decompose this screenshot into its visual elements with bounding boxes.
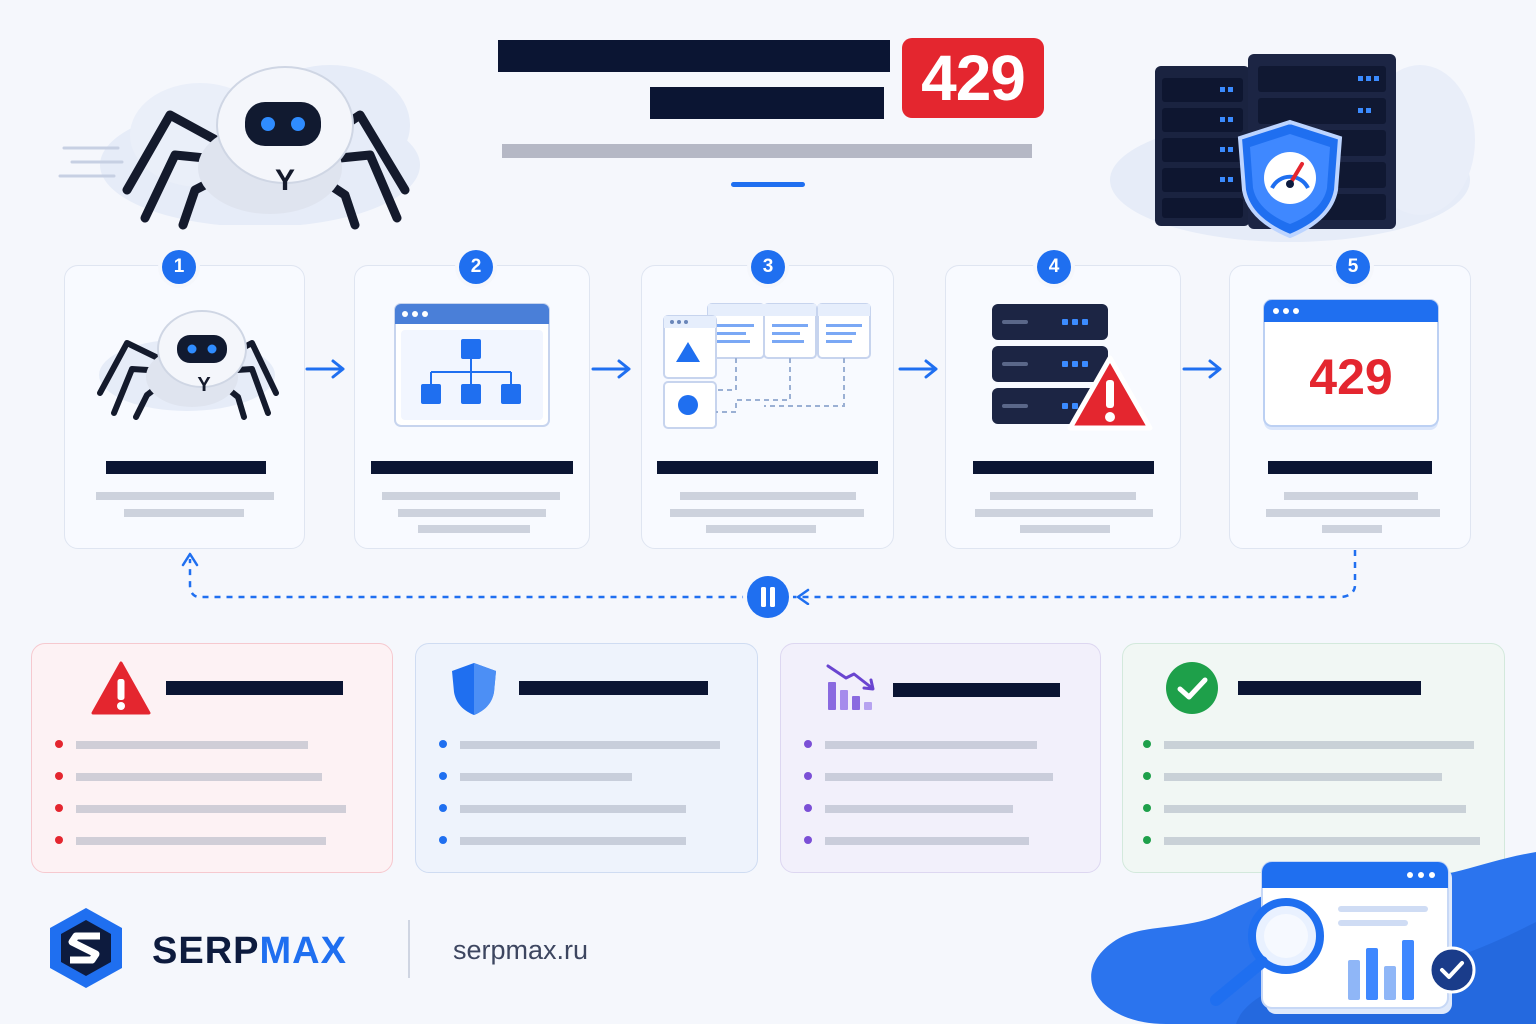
arrow-right-icon <box>305 359 345 379</box>
arrow-right-icon <box>898 359 938 379</box>
sitemap-browser-icon <box>394 303 550 427</box>
step-5-desc <box>1322 525 1382 533</box>
server-warning-icon <box>992 304 1153 431</box>
title-line-1 <box>498 40 890 72</box>
card-3-item <box>825 837 1029 845</box>
card-3-title <box>893 683 1060 697</box>
step-2-desc <box>382 492 560 500</box>
info-card-impact <box>780 643 1101 873</box>
server-shield-icon <box>1110 54 1475 242</box>
step-5-title <box>1268 461 1432 474</box>
card-3-item <box>825 805 1013 813</box>
pause-icon <box>743 572 793 622</box>
bullet <box>439 836 447 844</box>
step-1-title <box>106 461 266 474</box>
card-3-item <box>825 773 1053 781</box>
bullet <box>1143 740 1151 748</box>
bullet <box>1143 836 1151 844</box>
bullet <box>439 740 447 748</box>
title-underline <box>731 182 805 187</box>
spider-robot-icon: Y <box>97 310 279 420</box>
card-4-item <box>1164 837 1480 845</box>
step-5-desc <box>1266 509 1440 517</box>
step-2-desc <box>418 525 530 533</box>
card-1-item <box>76 773 322 781</box>
bullet <box>55 740 63 748</box>
step-number-3: 3 <box>751 250 785 284</box>
card-2-item <box>460 805 686 813</box>
card-4-item <box>1164 773 1442 781</box>
bullet <box>804 772 812 780</box>
step-3-desc <box>670 509 864 517</box>
footer-divider <box>408 920 410 978</box>
title-line-2 <box>650 87 884 119</box>
step-number-4: 4 <box>1037 250 1071 284</box>
bullet <box>55 772 63 780</box>
step-number-2: 2 <box>459 250 493 284</box>
step-1-desc <box>96 492 274 500</box>
page-structure-icon <box>663 303 871 429</box>
chart-decline-icon <box>826 664 875 710</box>
check-circle-icon <box>1166 662 1218 714</box>
card-2-item <box>460 741 720 749</box>
shield-icon <box>452 663 496 715</box>
subtitle <box>502 144 1032 158</box>
step-4-desc <box>1020 525 1110 533</box>
step-2-desc <box>398 509 546 517</box>
card-3-item <box>825 741 1037 749</box>
warning-triangle-icon <box>91 661 151 715</box>
bullet <box>55 804 63 812</box>
bullet <box>439 804 447 812</box>
card-1-item <box>76 805 346 813</box>
card-1-item <box>76 837 326 845</box>
card-4-item <box>1164 805 1466 813</box>
brand-part-2: MAX <box>259 930 347 972</box>
step-5-desc <box>1284 492 1418 500</box>
card-4-title <box>1238 681 1421 695</box>
step-4-desc <box>990 492 1136 500</box>
card-1-item <box>76 741 308 749</box>
step-1-desc <box>124 509 244 517</box>
brand-name: SERPMAX <box>152 930 347 973</box>
bullet <box>804 804 812 812</box>
card-1-title <box>166 681 343 695</box>
site-url: serpmax.ru <box>453 935 589 965</box>
step-4-desc <box>975 509 1153 517</box>
http-429-badge: 429 <box>902 38 1044 118</box>
step-3-desc <box>706 525 816 533</box>
step-4-title <box>973 461 1154 474</box>
bullet <box>804 836 812 844</box>
analytics-magnifier-icon <box>1091 852 1536 1024</box>
arrow-right-icon <box>591 359 631 379</box>
step-3-title <box>657 461 878 474</box>
bullet <box>1143 804 1151 812</box>
step-2-title <box>371 461 573 474</box>
step-number-1: 1 <box>162 250 196 284</box>
step-number-5: 5 <box>1336 250 1370 284</box>
step-3-desc <box>680 492 856 500</box>
card-4-item <box>1164 741 1474 749</box>
brand-part-1: SERP <box>152 930 260 972</box>
svg-text:Y: Y <box>197 374 211 396</box>
card-2-item <box>460 773 632 781</box>
bullet <box>439 772 447 780</box>
svg-text:Y: Y <box>275 164 295 197</box>
error-code-display: 429 <box>1309 349 1393 405</box>
spider-robot-icon: Y <box>122 66 410 230</box>
error-page-icon <box>1263 299 1439 430</box>
card-2-title <box>519 681 708 695</box>
bullet <box>55 836 63 844</box>
bullet <box>1143 772 1151 780</box>
arrow-right-icon <box>1182 359 1222 379</box>
bullet <box>804 740 812 748</box>
motion-lines-icon <box>58 146 124 178</box>
serpmax-logo-icon <box>50 908 122 988</box>
card-2-item <box>460 837 686 845</box>
